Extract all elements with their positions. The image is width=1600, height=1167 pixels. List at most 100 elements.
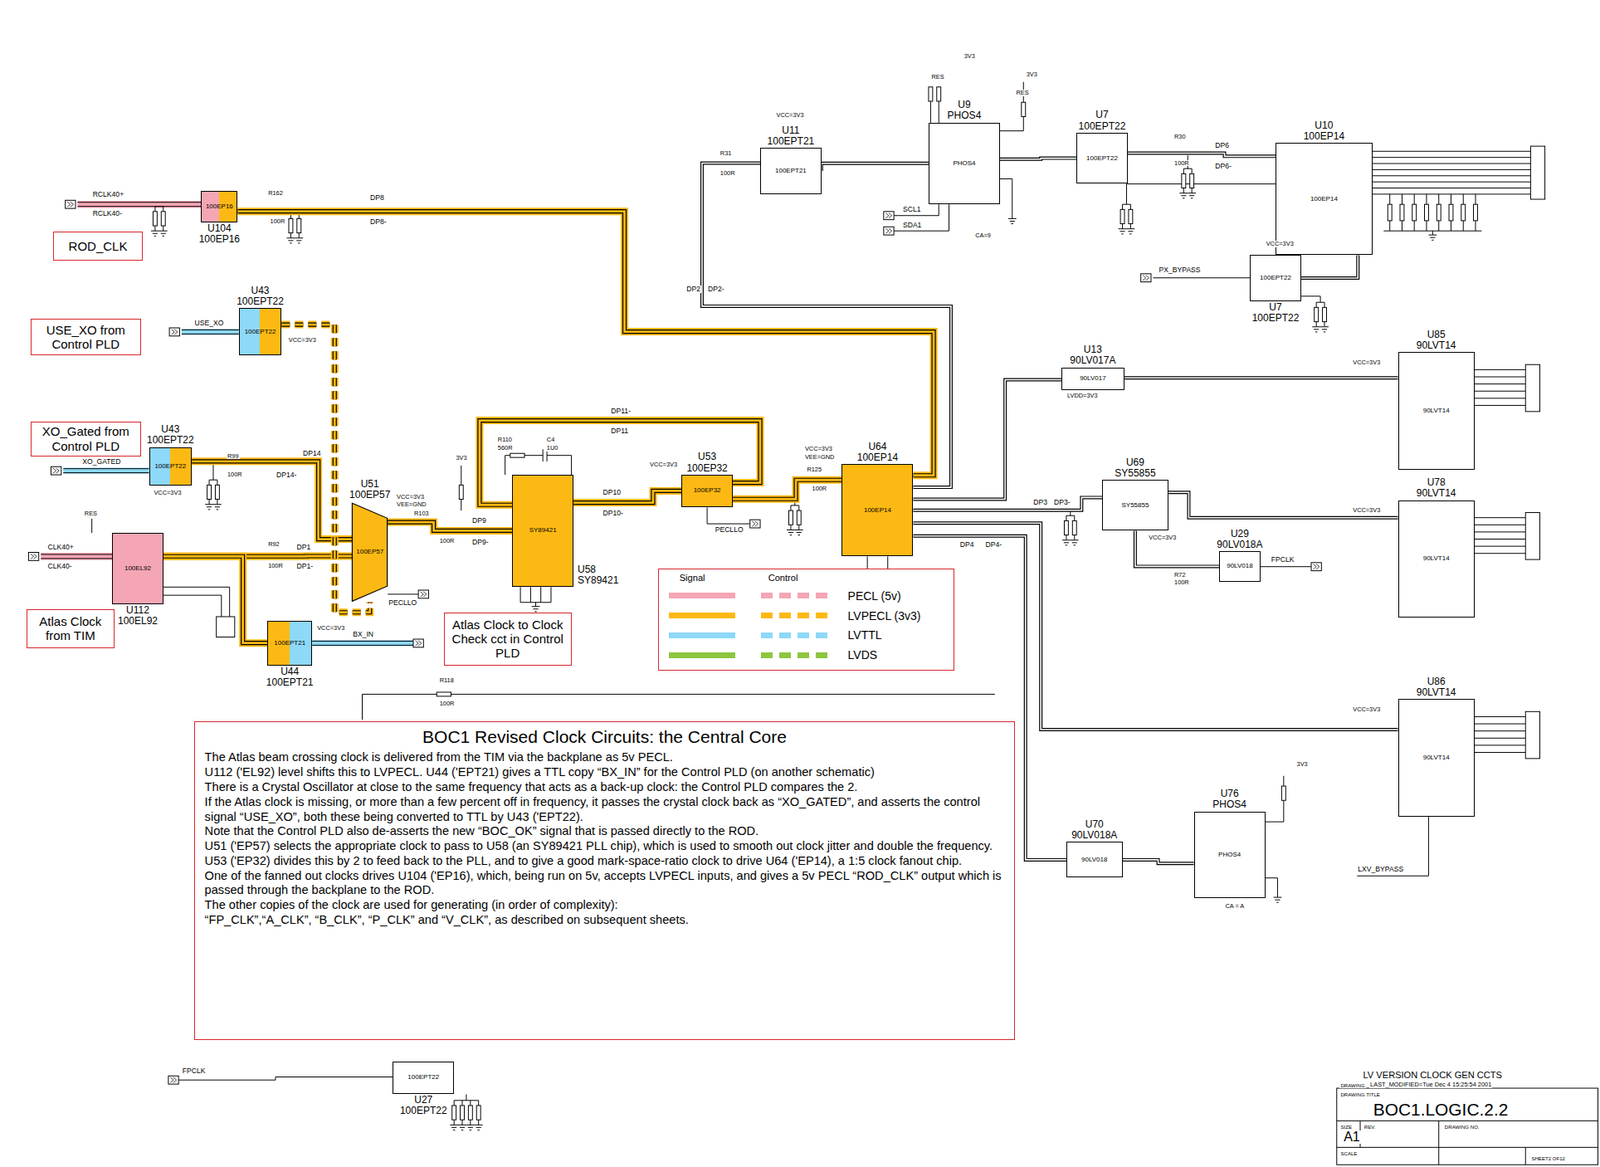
legend-row: LVTTL <box>658 628 954 642</box>
signal-wire <box>1000 158 1077 160</box>
wire-stroke <box>387 521 513 531</box>
chip-box: U7 100EPT22100EPT22 <box>1076 132 1127 184</box>
resistor-symbol <box>1118 204 1127 235</box>
chip-heading: U51 100EP57 <box>348 478 391 501</box>
wire-stroke <box>702 163 952 488</box>
resistor-body <box>1461 204 1466 221</box>
callout-box: Atlas Clock from TIM <box>26 609 115 649</box>
resistor-symbol <box>159 206 168 237</box>
wire-stroke <box>387 521 513 531</box>
part-number: 100EPT21 <box>273 639 306 647</box>
schematic-label: PX_BYPASS <box>1158 266 1202 274</box>
schematic-label: 100R <box>439 537 456 544</box>
connector-symbol <box>883 226 894 235</box>
resistor-symbol <box>294 213 303 244</box>
callout-text: Atlas Clock from TIM <box>30 614 111 644</box>
chip-heading: U43 100EPT22 <box>235 285 285 308</box>
schematic-label: 3V3 <box>1296 760 1309 767</box>
signal-wire <box>732 479 843 499</box>
schematic-label: R103 <box>413 510 430 517</box>
schematic-label: SCALE <box>1339 1151 1358 1157</box>
chip-box: U85 90LVT1490LVT14 <box>1398 351 1475 469</box>
connector-symbol <box>28 200 1322 1084</box>
wire <box>1474 716 1526 752</box>
legend-dash-sample <box>760 652 828 659</box>
part-number: 100EPT22 <box>244 328 277 336</box>
part-number: 100EP16 <box>205 203 234 210</box>
resistor-symbol <box>1179 168 1188 199</box>
wire-stroke <box>1127 152 1276 157</box>
note-text: Note that the Control PLD also de-assert… <box>204 824 1005 840</box>
legend-swatch <box>668 592 736 599</box>
schematic-label: CA = A <box>1224 902 1246 909</box>
schematic-label: SDA1 <box>902 221 922 230</box>
schematic-label: VCC=3V3 <box>804 445 834 452</box>
chip-box: U43 100EPT22100EPT22 <box>149 447 193 487</box>
output-connector <box>1530 146 1545 200</box>
note-text: The other copies of the clock are used f… <box>204 897 1005 913</box>
wire <box>1260 565 1312 567</box>
schematic-label: R162 <box>267 190 284 196</box>
part-number: 100EPT21 <box>775 167 807 175</box>
wire-stroke <box>573 490 682 503</box>
resistor-body <box>1400 204 1405 221</box>
signal-wire <box>1301 254 1359 279</box>
schematic-label: RES <box>930 73 945 80</box>
schematic-label: 100R <box>1173 579 1191 586</box>
schematic-label: SIZE <box>1339 1124 1353 1130</box>
schematic-label: DP4 <box>959 541 976 549</box>
callout-box: Atlas Clock to Clock Check cct in Contro… <box>443 612 572 666</box>
resistor-body <box>1021 102 1026 117</box>
legend-dash-sample <box>760 592 828 599</box>
signal-wire <box>702 163 952 488</box>
signal-wire <box>1124 377 1399 380</box>
chip-heading: U76 PHOS4 <box>1211 788 1248 810</box>
legend-row: LVDS <box>658 648 954 662</box>
legend-dash-sample <box>760 632 828 639</box>
chip-box: U11 100EPT21100EPT21 <box>760 147 822 194</box>
ground-symbol <box>1008 214 1017 225</box>
resistor-symbol <box>151 206 160 237</box>
schematic-label: DP10 <box>601 488 622 497</box>
legend-box: PECL (5v)LVPECL (3v3)LVTTLLVDS <box>658 568 955 671</box>
chip-box: U53 100EP32100EP32 <box>681 474 732 508</box>
schematic-label: DP11 <box>609 427 630 435</box>
part-number: 90LVT14 <box>1423 555 1450 562</box>
wire-stroke <box>237 211 934 476</box>
signal-wire <box>163 556 268 643</box>
schematic-label: A1 <box>1342 1130 1361 1144</box>
wire-stroke <box>732 479 843 499</box>
chip-heading: U78 90LVT14 <box>1415 477 1458 499</box>
wire-stroke <box>237 211 934 476</box>
wire-stroke <box>1122 859 1195 864</box>
schematic-label: R99 <box>226 453 240 459</box>
wire <box>707 507 751 524</box>
schematic-label: 100R <box>269 218 287 225</box>
schematic-label: DP8 <box>369 194 386 202</box>
legend-swatch <box>668 632 736 639</box>
wire-stroke <box>1168 492 1399 518</box>
schematic-label: RCLK40+ <box>92 190 126 199</box>
chip-heading: U70 90LV018A <box>1070 819 1118 841</box>
resistor-symbol <box>1312 302 1321 332</box>
schematic-label: DRAWING NO. <box>1443 1124 1481 1130</box>
schematic-label: R31 <box>719 150 733 157</box>
resistor-body <box>936 87 942 102</box>
part-number: 100EPT22 <box>1086 155 1118 162</box>
wire <box>387 593 419 595</box>
wire-stroke <box>387 521 513 531</box>
schematic-label: VCC=3V3 <box>287 336 318 343</box>
chip-heading: U53 100EP32 <box>685 451 728 474</box>
schematic-label: VEE=GND <box>804 453 836 460</box>
chip-heading: U44 100EPT21 <box>265 666 315 688</box>
schematic-label: R118 <box>439 677 455 683</box>
connector-symbol <box>883 211 894 220</box>
part-number: 90LV017 <box>1079 375 1106 382</box>
resistor-body <box>436 692 451 697</box>
schematic-label: VCC=3V3 <box>395 493 425 500</box>
schematic-label: RES <box>83 510 98 517</box>
wire <box>893 204 949 231</box>
chip-box: U7 100EPT22100EPT22 <box>1249 254 1301 301</box>
schematic-label: VCC=3V3 <box>648 461 679 468</box>
resistor-symbol <box>1126 204 1135 235</box>
